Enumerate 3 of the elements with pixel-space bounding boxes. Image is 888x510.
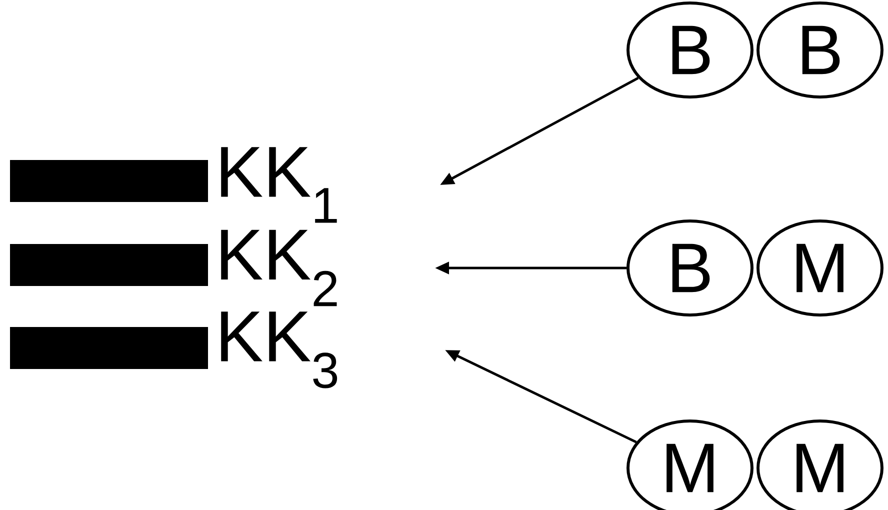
label: KK$_{2}$ bbox=[221, 230, 337, 306]
label: KK$_{1}$ bbox=[221, 147, 337, 223]
label: KK$_{3}$ bbox=[221, 312, 338, 388]
